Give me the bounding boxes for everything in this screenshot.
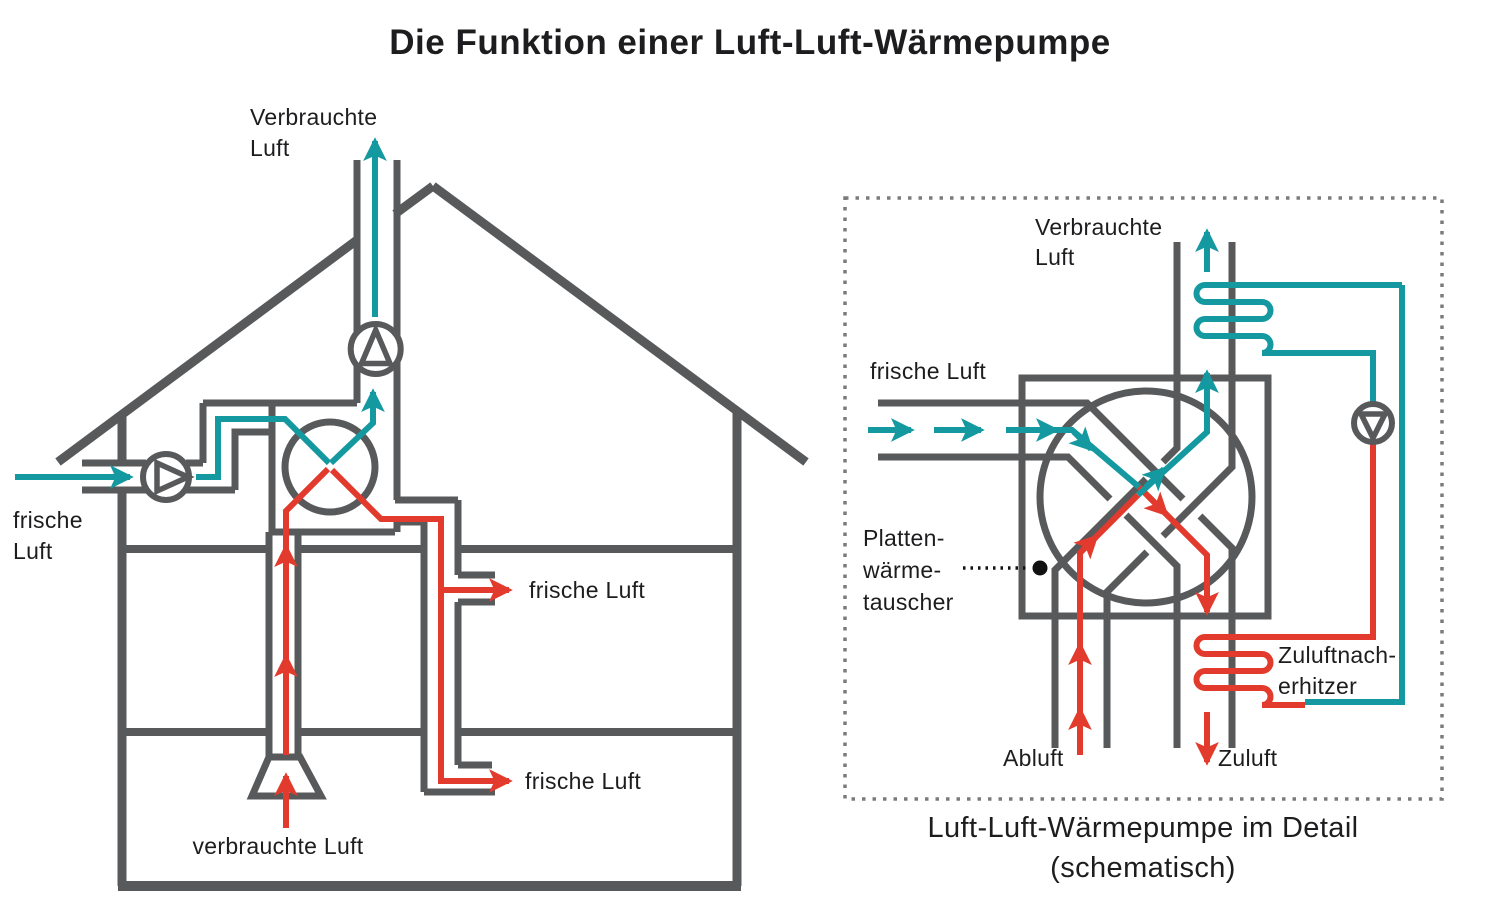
fresh-air-path [196,416,332,480]
house-diagram: Verbrauchte Luft frische Luft frische Lu… [13,104,809,891]
heat-exchanger-icon [1036,387,1256,607]
supply-channel-left [1123,512,1181,748]
roof-right [430,182,809,466]
supply-channel-right [1197,513,1236,748]
house-exhaust-in-label: verbrauchte Luft [192,833,363,859]
refrigerant-return-line [1305,285,1405,705]
house-exhaust-out-label-line2: Luft [250,135,290,161]
exhaust-cooled-arrow [328,388,385,466]
extract-air-label: Abluft [1003,745,1064,771]
supply-air-label: Zuluft [1218,745,1278,771]
inlet-riser-duct [199,403,272,490]
house-fresh-in-label-line1: frische [13,507,83,533]
detail-diagram: Verbrauchte Luft frische Luft Platten- w… [843,196,1444,884]
detail-fresh-in-label: frische Luft [870,358,986,384]
detail-exhaust-out-label-line1: Verbrauchte [1035,214,1162,240]
supply-outlets [424,571,495,796]
extract-diag-arrow [1073,534,1099,560]
inlet-fan-blade [154,458,195,496]
house-supply-label-upper: frische Luft [529,577,645,603]
reheater-label-line2: erhitzer [1278,673,1357,699]
leader-dot [1032,560,1048,576]
fresh-channel-lower [878,453,1113,502]
extract-channel-left [1051,476,1149,748]
house-exhaust-out-label-line1: Verbrauchte [250,104,377,130]
house-supply-label-lower: frische Luft [525,768,641,794]
roof-fan-blade [357,322,395,367]
unit-box [203,399,395,536]
page-title: Die Funktion einer Luft-Luft-Wärmepumpe [389,23,1110,62]
supply-diag-arrow [1143,491,1169,517]
detail-exhaust-out-label-line2: Luft [1035,244,1075,270]
supply-duct [395,496,462,792]
supply-warm-path [329,467,513,793]
exhaust-duct [265,532,302,757]
exhaust-diag-arrow [1141,466,1167,492]
house-fresh-in-label-line2: Luft [13,538,53,564]
roof-left-stub [392,182,436,218]
reheater-label-line1: Zuluftnach- [1278,642,1396,668]
detail-caption-line2: (schematisch) [1050,852,1236,884]
fresh-diag-arrow [1068,426,1094,452]
pump-blade [1356,411,1390,445]
evaporator-coil-icon [1193,282,1402,402]
extract-hood [246,753,327,800]
exchanger-box [1018,374,1272,620]
inlet-duct [82,459,235,494]
exhaust-channel-left [1160,242,1181,465]
plate-exchanger-label-line3: tauscher [863,589,954,615]
detail-caption-line1: Luft-Luft-Wärmepumpe im Detail [927,812,1358,844]
chimney-duct [353,160,401,532]
plate-exchanger-label-line2: wärme- [862,557,941,583]
condenser-coil-icon [1193,444,1376,708]
plate-exchanger-label-line1: Platten- [863,525,945,551]
extract-channel-right [1103,549,1150,748]
detail-frame [843,196,1444,801]
roof-left [55,236,360,466]
heat-exchanger-icon [281,418,379,516]
